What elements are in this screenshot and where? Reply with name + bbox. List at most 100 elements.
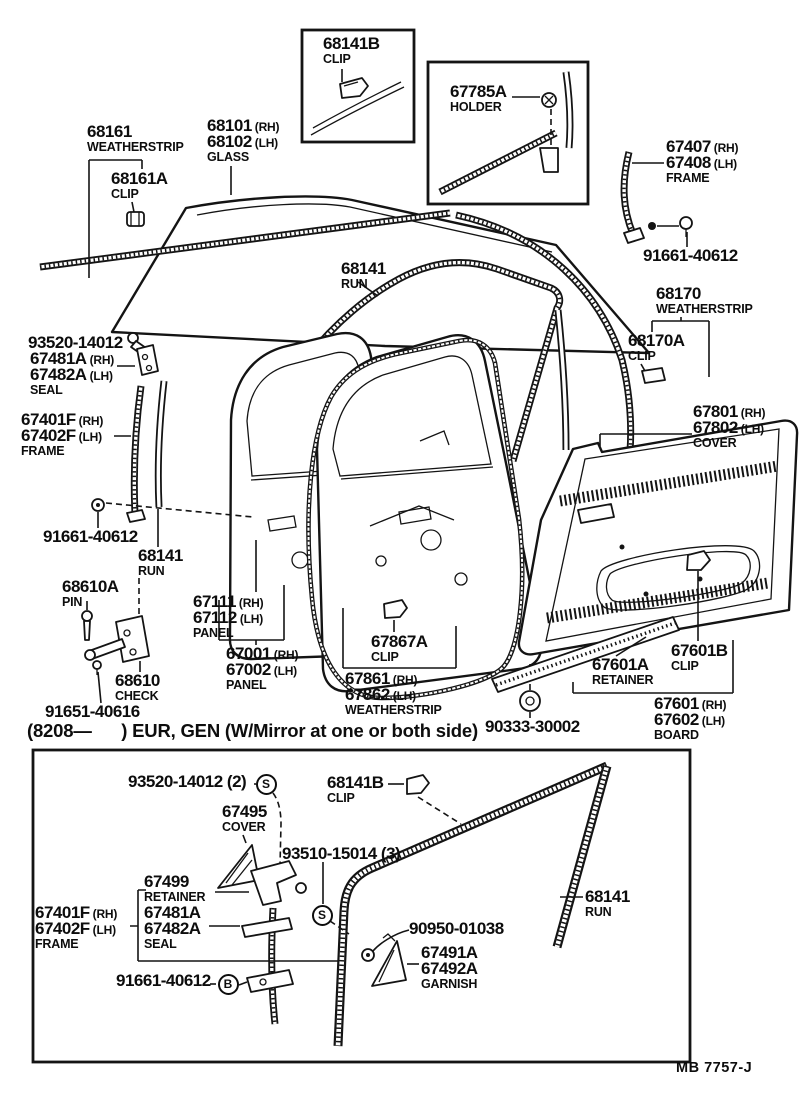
part-descriptor: COVER: [693, 436, 737, 450]
part-descriptor: BOARD: [654, 728, 699, 742]
side-suffix: (RH): [254, 120, 280, 134]
part-descriptor: PANEL: [226, 678, 267, 692]
part-number: 90333-30002: [485, 717, 580, 736]
part-descriptor: RETAINER: [592, 673, 654, 687]
side-suffix: (LH): [713, 157, 737, 171]
part-number: 67482A: [30, 365, 87, 384]
part-label-screw-93510-15014: 93510-15014 (3): [282, 845, 401, 862]
b-leaders: [210, 981, 248, 986]
part-label-seal-67481a: 67481A(RH)67482A(LH)SEAL: [30, 350, 115, 397]
part-number: 68101: [207, 116, 252, 135]
part-number: 68161: [87, 122, 132, 141]
part-descriptor: PIN: [62, 595, 83, 609]
part-descriptor: CLIP: [111, 187, 139, 201]
part-number: 93520-14012: [28, 333, 123, 352]
part-number: 68141: [341, 259, 386, 278]
part-label-cover-67801: 67801(RH)67802(LH)COVER: [693, 402, 766, 450]
part-number: 90950-01038: [409, 919, 504, 938]
side-suffix: (LH): [273, 664, 297, 678]
circled-mark-b-b1: B: [217, 973, 239, 995]
part-descriptor: CLIP: [323, 52, 351, 66]
part-label-glass-68101: 68101(RH)68102(LH) GLASS: [207, 116, 280, 164]
grommet2-art: [361, 929, 410, 962]
part-number: 67492A: [421, 959, 478, 978]
part-number: 67402F: [21, 426, 76, 445]
outer-panel-art: [315, 334, 543, 693]
part-descriptor: WEATHERSTRIP: [656, 302, 753, 316]
circled-mark-s-s1: S: [255, 773, 277, 795]
side-suffix: (RH): [273, 648, 299, 662]
part-number: 68141B: [323, 34, 380, 53]
part-number: 91661-40612: [43, 527, 138, 546]
part-descriptor: FRAME: [21, 444, 65, 458]
part-number: 67802: [693, 418, 738, 437]
cover2-art: [217, 834, 260, 889]
part-number: 91661-40612: [643, 246, 738, 265]
part-number: 67112: [193, 608, 237, 627]
part-descriptor: PANEL: [193, 626, 234, 640]
side-suffix: (LH): [239, 612, 264, 626]
part-descriptor: HOLDER: [450, 100, 502, 114]
part-descriptor: CLIP: [327, 791, 355, 805]
door-glass-art: [110, 195, 651, 355]
part-descriptor: FRAME: [666, 171, 710, 185]
part-descriptor: SEAL: [30, 383, 63, 397]
part-descriptor: GLASS: [207, 150, 250, 164]
part-number: 67491A: [421, 943, 478, 962]
part-descriptor: RUN: [341, 277, 368, 291]
part-number: 67002: [226, 660, 271, 679]
clip-68161a-art: [126, 211, 145, 227]
part-descriptor: COVER: [222, 820, 266, 834]
side-suffix: (RH): [89, 353, 115, 367]
side-suffix: (RH): [238, 596, 264, 610]
part-descriptor: CHECK: [115, 689, 159, 703]
part-label-weatherstrip-67861: 67861(RH)67862(LH)WEATHERSTRIP: [345, 670, 442, 717]
topleft-leaders: [88, 159, 232, 278]
part-number: 68141B: [327, 773, 384, 792]
retainer2-cluster-art: [130, 860, 338, 1025]
side-suffix: (RH): [713, 141, 739, 155]
part-descriptor: RUN: [585, 905, 612, 919]
part-number: 67499: [144, 872, 189, 891]
part-number: 67602: [654, 710, 699, 729]
part-number: 91661-40612: [116, 971, 211, 990]
part-number: 68102: [207, 132, 252, 151]
side-suffix: (LH): [78, 430, 102, 444]
part-label-panel-67001: 67001(RH)67002(LH)PANEL: [226, 645, 299, 692]
part-descriptor: WEATHERSTRIP: [345, 703, 442, 717]
part-number: 67862: [345, 685, 390, 704]
side-suffix: (LH): [254, 136, 278, 150]
part-number: 67482A: [144, 919, 201, 938]
part-number: 67481A: [144, 903, 201, 922]
pin-art: [81, 601, 93, 641]
part-descriptor: GARNISH: [421, 977, 478, 991]
part-number: 68141: [585, 887, 630, 906]
door-check-art: [84, 615, 150, 704]
side-suffix: (RH): [392, 673, 418, 687]
opening-weatherstrip-68170-art: [455, 211, 710, 471]
part-descriptor: SEAL: [144, 937, 177, 951]
part-label-screw-91651-40616: 91651-40616: [45, 703, 140, 720]
door-weatherstrip-loop-art: [306, 337, 525, 701]
part-number: 67111: [193, 592, 236, 611]
side-suffix: (LH): [701, 714, 725, 728]
inset-box-67785a-art: [426, 60, 590, 206]
part-number: 67867A: [371, 632, 428, 651]
s2-leaders: [322, 862, 350, 935]
part-number: 67801: [693, 402, 738, 421]
part-label-screw-93520-14012: 93520-14012: [28, 333, 123, 352]
part-label-panel-67111: 67111(RH)67112(LH) PANEL: [193, 592, 264, 640]
